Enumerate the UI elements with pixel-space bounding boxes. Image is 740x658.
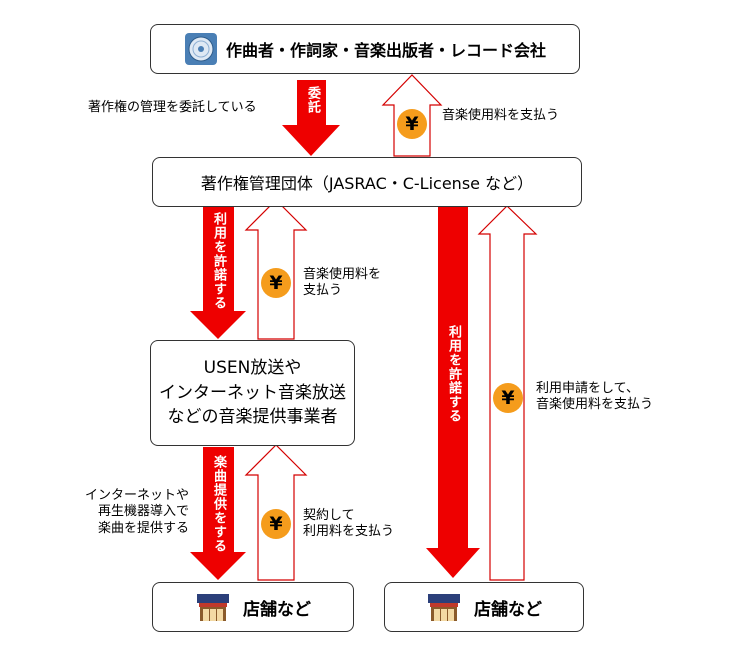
yen-coin-icon: ¥ [261, 268, 291, 298]
pay-org-line-1: 音楽使用料を [303, 267, 382, 282]
store-icon [197, 594, 229, 621]
provider-line-3: などの音楽提供事業者 [167, 407, 338, 428]
pay-org-label: 音楽使用料を 支払う [303, 267, 381, 300]
rights-holders-box: 作曲者・作詞家・音楽出版者・レコード会社 [150, 24, 580, 74]
entrust-arrow-label: 委託 [305, 86, 320, 114]
provider-line-1: USEN放送や [203, 358, 302, 379]
pay-store-right-line-1: 利用申請をして、 [536, 381, 639, 396]
yen-coin-icon: ¥ [493, 383, 523, 413]
internet-provide-label: インターネットや 再生機器導入で 楽曲を提供する [82, 488, 189, 537]
entrust-arrow [282, 80, 340, 156]
store-right-label: 店舗など [474, 599, 542, 620]
contract-pay-line-2: 利用料を支払う [303, 524, 395, 540]
store-left-box: 店舗など [152, 582, 354, 632]
store-left-label: 店舗など [243, 599, 311, 620]
yen-coin-icon: ¥ [397, 109, 427, 139]
store-right-box: 店舗など [384, 582, 584, 632]
provide-arrow [190, 447, 246, 580]
internet-provide-line-3: 楽曲を提供する [97, 520, 189, 536]
store-icon [428, 594, 460, 621]
pay-top-label: 音楽使用料を支払う [442, 108, 560, 123]
pay-store-right-line-2: 音楽使用料を支払う [536, 397, 654, 413]
internet-provide-line-1: インターネットや [84, 488, 189, 503]
contract-pay-label: 契約して 利用料を支払う [303, 508, 394, 541]
internet-provide-line-2: 再生機器導入で [97, 504, 189, 520]
permit-provider-label: 利用を許諾する [211, 212, 226, 310]
pay-org-line-2: 支払う [303, 283, 343, 299]
pay-store-right-label: 利用申請をして、 音楽使用料を支払う [536, 381, 653, 414]
provider-line-2: インターネット音楽放送 [159, 382, 346, 403]
contract-pay-line-1: 契約して [303, 508, 355, 523]
permit-store-label: 利用を許諾する [446, 325, 461, 423]
music-provider-box: USEN放送や インターネット音楽放送 などの音楽提供事業者 [150, 340, 355, 446]
manage-entrust-label: 著作権の管理を委託している [88, 100, 257, 115]
cd-icon [184, 33, 217, 65]
permit-store-arrow [426, 206, 480, 578]
copyright-org-label: 著作権管理団体（JASRAC・C-License など） [200, 174, 534, 193]
provide-arrow-label: 楽曲提供をする [211, 455, 226, 553]
rights-holders-label: 作曲者・作詞家・音楽出版者・レコード会社 [225, 41, 546, 60]
copyright-org-box: 著作権管理団体（JASRAC・C-License など） [152, 157, 582, 207]
permit-provider-arrow [190, 206, 246, 339]
yen-coin-icon: ¥ [261, 509, 291, 539]
